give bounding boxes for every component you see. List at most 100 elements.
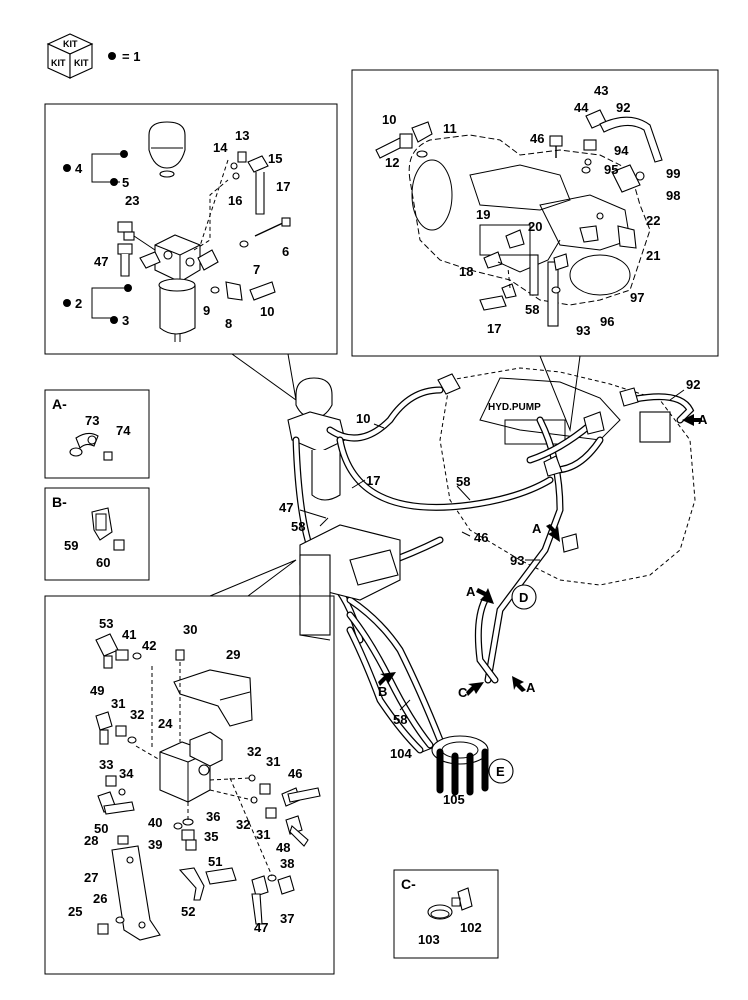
callout-60: 60 — [96, 555, 110, 570]
callout-6: 6 — [282, 244, 289, 259]
callout-26: 26 — [93, 891, 107, 906]
callout-33: 33 — [99, 757, 113, 772]
block-main-92 — [639, 411, 671, 443]
circle-ref-d-label: D — [519, 590, 528, 605]
callout-30: 30 — [183, 622, 197, 637]
kit-bullet-icon — [108, 52, 116, 60]
callout-14: 14 — [213, 140, 228, 155]
callout-20: 20 — [528, 219, 542, 234]
callout-104: 104 — [390, 746, 412, 761]
callout-28: 28 — [84, 833, 98, 848]
callout-98: 98 — [666, 188, 680, 203]
view-arrow-a3: A — [466, 584, 494, 604]
callout-39: 39 — [148, 837, 162, 852]
callout-9: 9 — [203, 303, 210, 318]
detail-box-b: B- 59 60 — [44, 487, 150, 581]
bolt-part-6 — [254, 217, 291, 237]
kit-legend: KIT KIT KIT = 1 — [46, 33, 140, 79]
pipe-group-58-96 — [529, 253, 569, 327]
callout-7: 7 — [253, 262, 260, 277]
pointer-accumulator — [231, 353, 297, 402]
detail-box-b-title: B- — [52, 494, 67, 510]
kit-label-top: KIT — [63, 39, 78, 49]
kit-equals-label: = 1 — [122, 49, 140, 64]
callout-103: 103 — [418, 932, 440, 947]
callout-4: 4 — [75, 161, 83, 176]
fitting-main-5 — [561, 533, 579, 553]
view-arrow-a2: A — [532, 521, 560, 542]
view-arrow-c1: C — [458, 682, 484, 700]
main-assembly: HYD.PUMP — [279, 367, 708, 807]
o-ring-part-7 — [239, 240, 249, 248]
bracket-part-27 — [111, 845, 161, 941]
main-accumulator-unit — [287, 377, 346, 501]
callout-95: 95 — [604, 162, 618, 177]
svg-text:A: A — [532, 521, 542, 536]
detail-box-a: A- 73 74 — [44, 389, 150, 479]
detail-box-c: C- 103 102 — [393, 869, 499, 959]
bracket-part-29 — [173, 669, 253, 727]
detail-box-a-title: A- — [52, 396, 67, 412]
callout-10: 10 — [260, 304, 274, 319]
callout-32: 32 — [130, 707, 144, 722]
callout-17: 17 — [276, 179, 290, 194]
valve-part-24 — [159, 731, 223, 803]
callout-24: 24 — [158, 716, 173, 731]
callout-37: 37 — [280, 911, 294, 926]
callout-12: 12 — [385, 155, 399, 170]
callout-18: 18 — [459, 264, 473, 279]
callout-25: 25 — [68, 904, 82, 919]
fitting-group-10-12 — [375, 121, 433, 159]
callout-47: 47 — [254, 920, 268, 935]
callout-49: 49 — [90, 683, 104, 698]
callout-53: 53 — [99, 616, 113, 631]
main-solenoid-valve — [299, 524, 401, 641]
callout-5: 5 — [122, 175, 129, 190]
accumulator-part — [148, 121, 186, 178]
callout-41: 41 — [122, 627, 136, 642]
detail-box-accumulator: 4 5 13 14 15 16 17 23 6 47 7 2 3 9 8 10 — [44, 103, 338, 355]
callout-92: 92 — [616, 100, 630, 115]
fitting-group-13-17 — [230, 151, 269, 215]
callout-51: 51 — [208, 854, 222, 869]
view-arrow-b1: B — [378, 672, 396, 699]
kit-label-right: KIT — [74, 58, 89, 68]
grommet-part — [431, 735, 489, 796]
callout-32c: 32 — [236, 817, 250, 832]
callout-73: 73 — [85, 413, 99, 428]
fitting-group-18-21 — [483, 212, 637, 273]
kit-label-left: KIT — [51, 58, 66, 68]
detail-box-c-title: C- — [401, 876, 416, 892]
callout-52: 52 — [181, 904, 195, 919]
valve-block-part — [139, 234, 219, 283]
callout-31b: 31 — [266, 754, 280, 769]
detail-box-pump: 43 44 92 10 11 46 94 12 95 99 98 19 20 2… — [351, 69, 719, 357]
callout-94: 94 — [614, 143, 629, 158]
callout-58: 58 — [456, 474, 470, 489]
callout-35: 35 — [204, 829, 218, 844]
callout-47: 47 — [279, 500, 293, 515]
callout-2: 2 — [75, 296, 82, 311]
callout-105: 105 — [443, 792, 465, 807]
callout-93: 93 — [576, 323, 590, 338]
callout-19: 19 — [476, 207, 490, 222]
fitting-group-8-10 — [210, 281, 276, 301]
fitting-part-23 — [117, 221, 156, 251]
fitting-group-43-95 — [549, 109, 663, 193]
circle-ref-e-label: E — [496, 764, 505, 779]
callout-97: 97 — [630, 290, 644, 305]
pump-label: HYD.PUMP — [488, 402, 541, 413]
fitting-main-2 — [619, 387, 639, 407]
callout-10: 10 — [356, 411, 370, 426]
circle-ref-e — [488, 758, 514, 784]
callout-46: 46 — [474, 530, 488, 545]
callout-23: 23 — [125, 193, 139, 208]
callout-10: 10 — [382, 112, 396, 127]
detail-box-solenoid: 53 41 42 30 29 49 31 32 24 33 34 32 31 4… — [44, 595, 335, 975]
callout-47: 47 — [94, 254, 108, 269]
callout-17: 17 — [487, 321, 501, 336]
fitting-group-bottom-left — [95, 633, 321, 935]
callout-3: 3 — [122, 313, 129, 328]
callout-17: 17 — [366, 473, 380, 488]
